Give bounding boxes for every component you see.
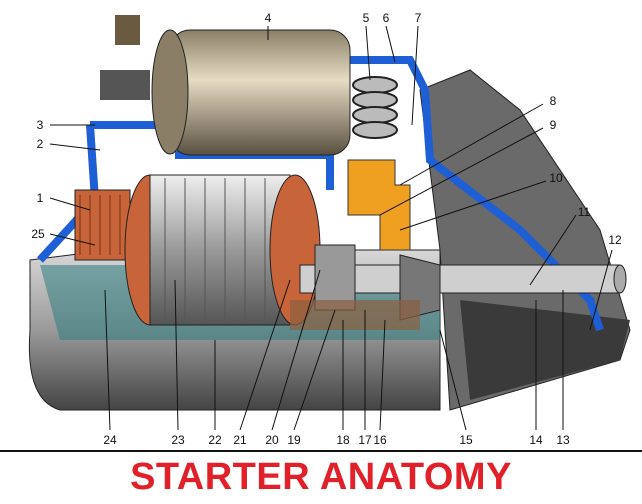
part-label-10: 10 xyxy=(549,171,563,185)
part-label-19: 19 xyxy=(287,433,301,447)
part-label-9: 9 xyxy=(549,118,557,132)
part-label-22: 22 xyxy=(208,433,222,447)
part-label-6: 6 xyxy=(382,11,390,25)
return-spring xyxy=(352,76,398,139)
part-label-7: 7 xyxy=(414,11,422,25)
part-label-16: 16 xyxy=(373,433,387,447)
part-label-11: 11 xyxy=(577,205,591,219)
part-label-23: 23 xyxy=(171,433,185,447)
part-label-2: 2 xyxy=(36,137,44,151)
solenoid xyxy=(100,15,351,156)
part-label-18: 18 xyxy=(336,433,350,447)
part-label-4: 4 xyxy=(264,11,272,25)
part-label-20: 20 xyxy=(265,433,279,447)
diagram-title: STARTER ANATOMY xyxy=(130,456,512,498)
leader-lines xyxy=(49,25,613,431)
overrunning-clutch xyxy=(290,300,420,330)
part-label-17: 17 xyxy=(358,433,372,447)
starter-diagram xyxy=(28,15,631,431)
part-label-3: 3 xyxy=(36,118,44,132)
commutator xyxy=(74,189,131,261)
part-label-5: 5 xyxy=(362,11,370,25)
part-label-13: 13 xyxy=(556,433,570,447)
part-label-14: 14 xyxy=(529,433,543,447)
part-label-12: 12 xyxy=(608,233,622,247)
drive-shaft xyxy=(299,244,627,321)
part-label-24: 24 xyxy=(103,433,117,447)
part-label-21: 21 xyxy=(233,433,247,447)
part-label-8: 8 xyxy=(549,94,557,108)
part-label-15: 15 xyxy=(459,433,473,447)
part-label-25: 25 xyxy=(31,227,45,241)
drive-lever xyxy=(347,159,411,251)
part-label-1: 1 xyxy=(36,191,44,205)
divider-line xyxy=(0,450,642,452)
